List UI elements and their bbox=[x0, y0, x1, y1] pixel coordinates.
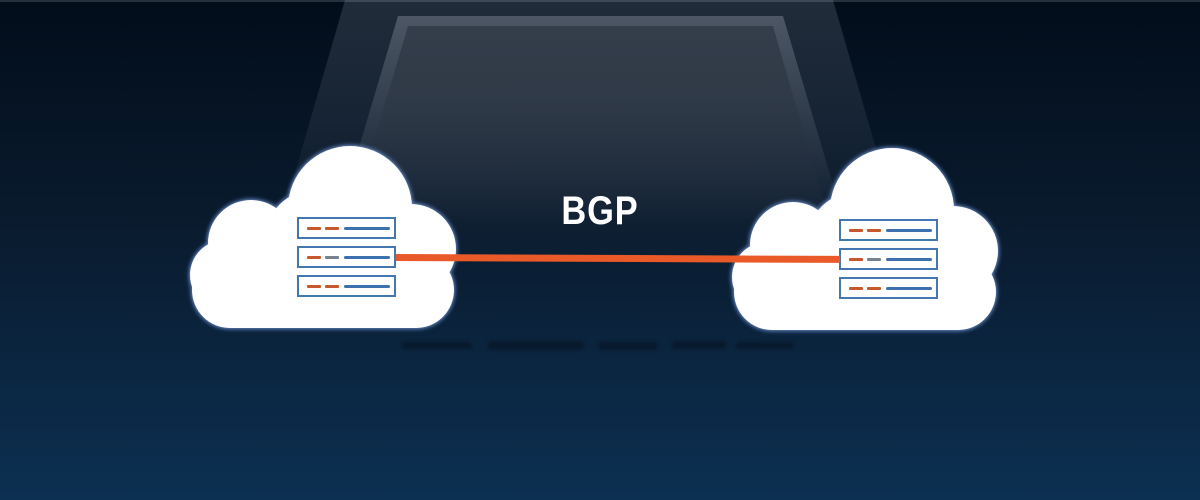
bgp-peering-link-line bbox=[395, 254, 841, 263]
faint-text-artifact bbox=[402, 338, 794, 356]
led-dash-icon bbox=[849, 258, 863, 261]
data-line bbox=[344, 227, 390, 230]
server-row bbox=[297, 246, 396, 268]
server-row bbox=[297, 275, 396, 297]
led-dash-icon bbox=[867, 287, 881, 290]
artifact-segment bbox=[402, 342, 472, 349]
cloud-right-icon bbox=[732, 148, 1000, 330]
led-dash-icon bbox=[307, 227, 321, 230]
led-dash-icon bbox=[325, 285, 339, 288]
data-line bbox=[344, 256, 390, 259]
led-dash-icon bbox=[849, 229, 863, 232]
artifact-segment bbox=[488, 341, 584, 350]
server-row bbox=[297, 217, 396, 239]
server-row bbox=[839, 248, 938, 270]
cloud-shape-part bbox=[190, 240, 260, 310]
led-dash-icon bbox=[307, 285, 321, 288]
top-edge-highlight bbox=[0, 0, 1200, 2]
led-dash-icon bbox=[307, 256, 321, 259]
led-dash-icon bbox=[867, 229, 881, 232]
artifact-segment bbox=[598, 342, 658, 350]
data-line bbox=[344, 285, 390, 288]
cloud-shape-part bbox=[732, 242, 802, 312]
bgp-label: BGP bbox=[561, 189, 639, 233]
server-row bbox=[839, 277, 938, 299]
cloud-left-icon bbox=[190, 146, 458, 328]
router-stack-icon bbox=[839, 219, 938, 299]
led-dash-icon bbox=[867, 258, 881, 261]
light-beam-outer bbox=[238, 0, 940, 370]
led-dash-icon bbox=[849, 287, 863, 290]
light-beam-edge bbox=[293, 16, 888, 370]
server-row bbox=[839, 219, 938, 241]
router-stack-icon bbox=[297, 217, 396, 297]
data-line bbox=[886, 258, 932, 261]
light-beam-inner bbox=[306, 26, 872, 370]
led-dash-icon bbox=[325, 256, 339, 259]
led-dash-icon bbox=[325, 227, 339, 230]
data-line bbox=[886, 287, 932, 290]
artifact-segment bbox=[736, 342, 794, 349]
artifact-segment bbox=[672, 341, 726, 349]
data-line bbox=[886, 229, 932, 232]
